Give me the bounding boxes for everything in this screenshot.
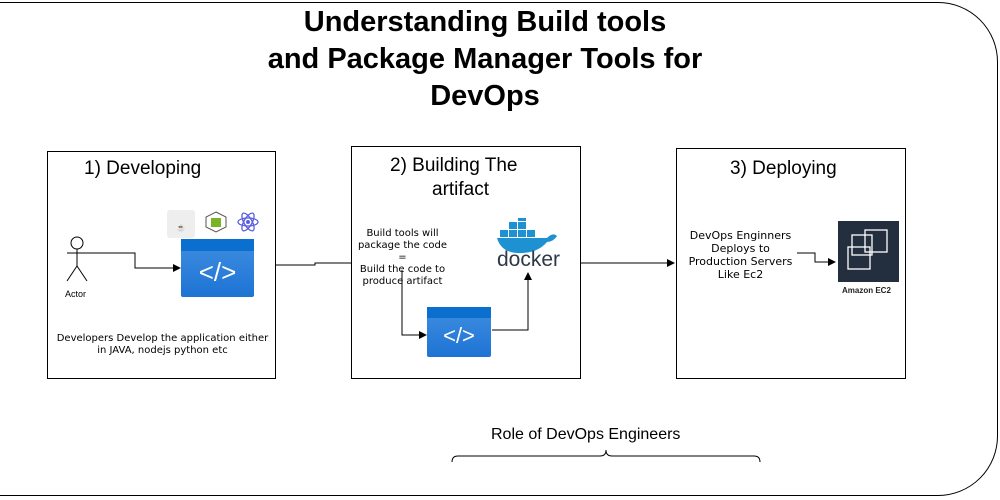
docker-label: docker	[497, 248, 561, 271]
deploying-title: 3) Deploying	[730, 158, 837, 179]
actor-to-code-arrow	[67, 252, 181, 272]
role-brace	[451, 449, 761, 463]
nodejs-icon	[205, 211, 227, 233]
note-line: Build tools will	[366, 228, 439, 239]
developing-note: Developers Develop the application eithe…	[55, 333, 270, 357]
code-icon: </>	[181, 239, 254, 297]
title-line: 2) Building The	[390, 155, 518, 176]
deploy-to-ec2-arrow	[797, 252, 836, 266]
artifact-to-docker-arrow	[492, 272, 532, 331]
title-line: Understanding Build tools	[303, 6, 667, 38]
title-line: DevOps	[430, 80, 540, 112]
ec2-label: Amazon EC2	[842, 286, 891, 295]
note-line: package the code =	[357, 240, 448, 263]
note-line: Like Ec2	[717, 268, 764, 281]
box1-to-box2-connector	[276, 262, 351, 266]
react-icon	[237, 211, 259, 233]
java-icon: ☕	[167, 210, 195, 238]
note-line: in JAVA, nodejs python etc	[97, 345, 228, 356]
note-line: Production Servers	[688, 255, 793, 268]
note-line: Developers Develop the application eithe…	[56, 333, 269, 344]
building-title: 2) Building The artifact	[390, 154, 517, 202]
note-to-artifact-arrow	[401, 270, 427, 339]
note-line: Deploys to	[711, 242, 770, 255]
title-line: and Package Manager Tools for	[267, 43, 703, 75]
artifact-code-icon: </>	[427, 307, 491, 357]
role-label: Role of DevOps Engineers	[491, 426, 681, 443]
docker-whale-icon	[495, 218, 560, 254]
actor-label: Actor	[65, 289, 87, 299]
developing-title: 1) Developing	[84, 158, 202, 179]
note-line: DevOps Enginners	[689, 229, 792, 242]
ec2-icon	[838, 221, 899, 282]
note-line: Build the code to	[359, 264, 446, 275]
deploying-note: DevOps Enginners Deploys to Production S…	[683, 229, 798, 281]
title-line: artifact	[432, 179, 490, 200]
page-title: Understanding Build tools and Package Ma…	[200, 4, 770, 115]
